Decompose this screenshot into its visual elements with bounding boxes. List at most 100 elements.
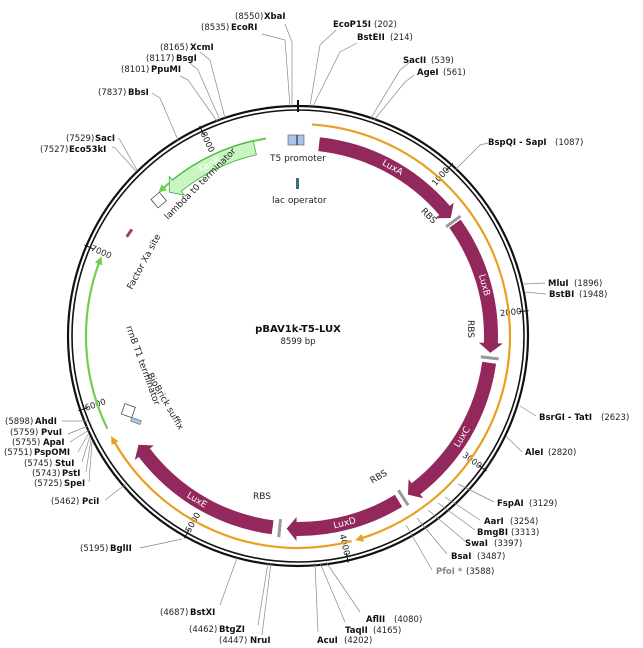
site-bsrgi-name: BsrGI - TatI (539, 413, 592, 423)
site-bbsi-pos: (7837) (98, 88, 126, 98)
leader-xcmi (199, 51, 226, 119)
site-apai-name: ApaI (43, 438, 65, 448)
site-saci-name: SacI (95, 134, 115, 144)
site-ahdi-pos: (5898) (5, 417, 33, 427)
leader-aari (444, 496, 481, 521)
feature-luxb-arrow (449, 219, 503, 353)
site-aflii-pos: (4080) (394, 615, 422, 625)
leader-saci (117, 137, 138, 171)
leader-pvui (67, 425, 89, 435)
rrnb-terminator-box (120, 403, 136, 419)
site-mlui-pos: (1896) (574, 279, 602, 289)
leader-sacii (370, 61, 411, 119)
site-xcmi-pos: (8165) (160, 43, 188, 53)
site-sacii-pos: (539) (431, 56, 454, 66)
site-bsai-name: BsaI (451, 552, 471, 562)
site-psti-name: PstI (62, 469, 80, 479)
site-pcii-name: PciI (82, 497, 99, 507)
orange-arc-right (311, 123, 512, 541)
site-alei-name: AleI (525, 448, 543, 458)
site-pvui-name: PvuI (41, 428, 62, 438)
site-pfoi-name: PfoI * (436, 567, 463, 577)
plasmid-length: 8599 bp (280, 337, 315, 347)
tick-mark (478, 464, 487, 472)
site-ahdi-name: AhdI (35, 417, 57, 427)
site-bsgi-name: BsgI (176, 54, 197, 64)
site-alei-pos: (2820) (548, 448, 576, 458)
tick-mark (345, 552, 349, 563)
leader-agei (373, 74, 415, 121)
site-ecop15i-name: EcoP15I (333, 20, 371, 30)
site-acui-name: AcuI (317, 636, 338, 646)
tick-label: 1000 (430, 166, 452, 189)
tick-label: 5000 (184, 511, 203, 535)
leader-bmgbi (437, 502, 476, 531)
site-bsgi-pos: (8117) (146, 54, 174, 64)
leader-pcii (104, 483, 127, 501)
leader-taqii (319, 562, 346, 623)
rbs-mark (277, 519, 282, 538)
site-saci-pos: (7529) (66, 134, 94, 144)
leader-pfoi (405, 524, 433, 571)
site-acui-pos: (4202) (344, 636, 372, 646)
restriction-sites: (8550) XbaI (8535) EcoRI EcoP15I (202) B… (4, 12, 629, 646)
rbs-mark (397, 489, 410, 507)
site-taqii-pos: (4165) (373, 626, 401, 636)
leader-swai (427, 509, 466, 542)
site-mlui-name: MluI (548, 279, 569, 289)
site-psti-pos: (5743) (32, 469, 60, 479)
feature-kanr-arrow (168, 140, 257, 196)
lambda-terminator-box (150, 191, 167, 209)
site-spei-name: SpeI (64, 479, 85, 489)
site-bstxi-pos: (4687) (160, 608, 188, 618)
leader-bstbi (524, 291, 547, 295)
leader-mlui (523, 282, 546, 285)
leader-bsai (416, 517, 448, 555)
site-aflii-name: AflII (366, 615, 385, 625)
site-spei-pos: (5725) (34, 479, 62, 489)
site-bspqi-name: BspQI - SapI (488, 138, 547, 148)
site-aari-name: AarI (484, 517, 504, 527)
leader-pspomi (77, 432, 90, 453)
site-bglii-name: BglII (110, 544, 132, 554)
label-lac-operator: lac operator (272, 196, 327, 206)
site-swai-name: SwaI (465, 539, 488, 549)
leader-spei (88, 441, 93, 483)
site-bsai-pos: (3487) (477, 552, 505, 562)
label-rbs-2: RBS (465, 320, 475, 338)
tick-label: 4000 (337, 533, 351, 556)
feature-luxe-arrow (134, 444, 274, 535)
site-pcii-pos: (5462) (51, 497, 79, 507)
site-agei-name: AgeI (417, 68, 439, 78)
tick-mark (183, 529, 190, 539)
leader-bspqi (454, 142, 489, 171)
site-pfoi-pos: (3588) (466, 567, 494, 577)
leader-bstxi (219, 557, 238, 606)
arc-arrowhead (94, 256, 103, 266)
site-bsteii-pos: (214) (390, 33, 413, 43)
biobrick-suffix-box (130, 417, 142, 425)
leader-ecori (261, 33, 291, 107)
site-ppumi-name: PpuMI (151, 65, 181, 75)
leader-ppumi (179, 75, 218, 122)
tick-mark (78, 407, 89, 412)
leader-bglii (139, 538, 183, 549)
site-stui-pos: (5745) (24, 459, 52, 469)
site-xcmi-name: XcmI (190, 43, 214, 53)
arc-arrowhead (111, 436, 119, 446)
label-rbs-4: RBS (253, 492, 271, 502)
lac-operator-box (296, 178, 299, 189)
feature-luxa-arrow (318, 137, 454, 219)
tick-mark (199, 125, 205, 136)
green-arc-left (84, 259, 109, 430)
site-fspai-pos: (3129) (529, 499, 557, 509)
site-fspai-name: FspAI (497, 499, 524, 509)
site-pspomi-pos: (5751) (4, 448, 32, 458)
site-aari-pos: (3254) (510, 517, 538, 527)
site-apai-pos: (5755) (12, 438, 40, 448)
site-bmgbi-pos: (3313) (511, 528, 539, 538)
site-bglii-pos: (5195) (80, 544, 108, 554)
site-bstbi-pos: (1948) (579, 290, 607, 300)
site-ecori-pos: (8535) (201, 23, 229, 33)
